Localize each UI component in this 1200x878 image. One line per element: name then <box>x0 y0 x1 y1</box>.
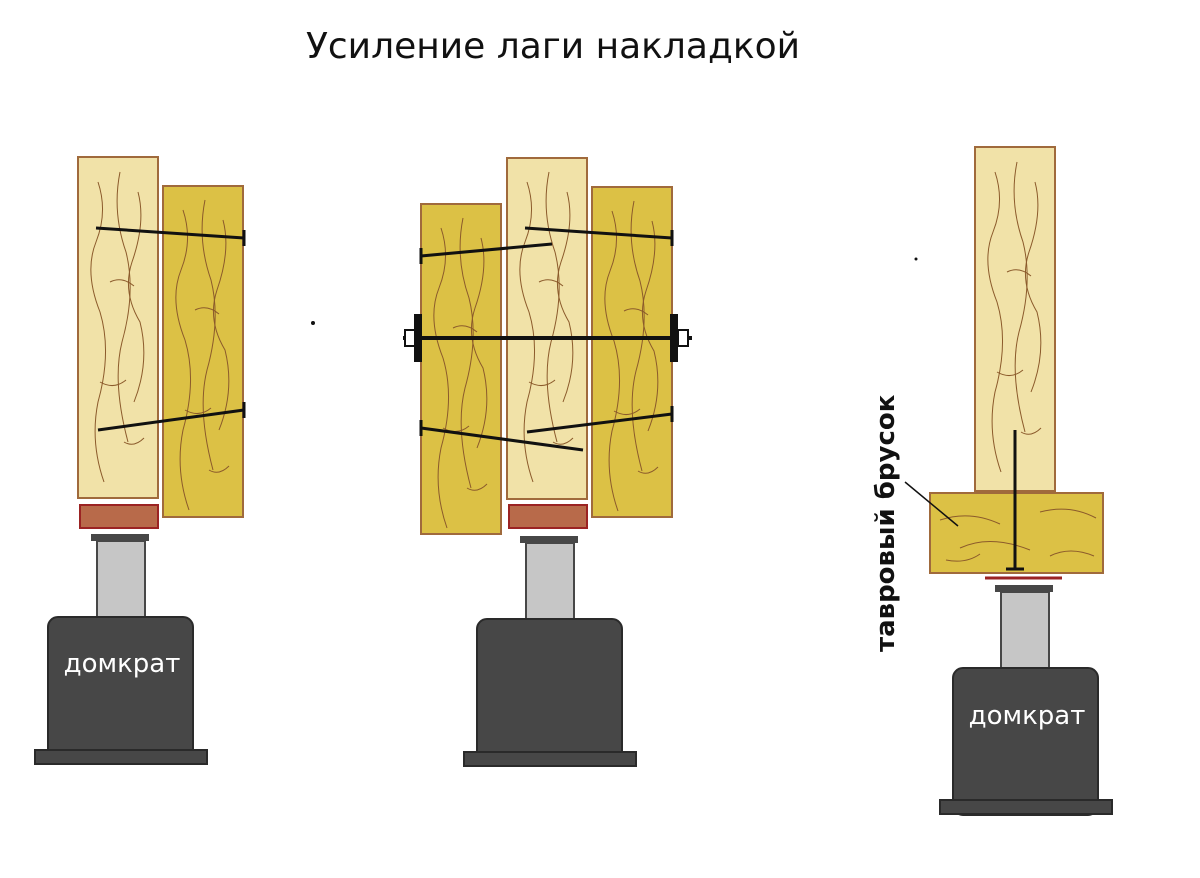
left-main-beam <box>77 156 159 499</box>
left-jack-rod <box>96 540 146 618</box>
middle-jack-base <box>463 751 637 767</box>
middle-bolt-nut-right <box>677 329 689 347</box>
right-jack-label: домкрат <box>969 701 1086 731</box>
middle-screw-bottom-left <box>420 426 584 452</box>
middle-screw-bottom-right <box>526 412 673 434</box>
middle-jack-body <box>476 618 623 767</box>
tee-bar-label: тавровый брусок <box>871 394 901 652</box>
middle-jack-rod <box>525 542 575 620</box>
middle-screw-top-left <box>420 242 553 258</box>
left-jack-body <box>47 616 194 765</box>
right-jack-cap <box>995 585 1053 592</box>
middle-bolt-nut-left <box>404 329 416 347</box>
stray-dot-right <box>914 257 918 261</box>
page-title: Усиление лаги накладкой <box>305 26 801 67</box>
middle-jack-pad <box>508 504 588 529</box>
left-jack-base <box>34 749 208 765</box>
left-screw-top <box>95 226 245 240</box>
right-jack-rod <box>1000 591 1050 669</box>
middle-bolt-washer-right <box>670 314 678 362</box>
middle-screw-top-right <box>524 226 673 240</box>
left-jack-cap <box>91 534 149 541</box>
left-screw-bottom <box>97 408 245 432</box>
middle-jack-cap <box>520 536 578 543</box>
stray-dot-left <box>311 321 315 325</box>
left-jack-pad <box>79 504 159 529</box>
tee-bar-leader-line <box>904 481 959 527</box>
right-assembly: домкрат тавровый брусок <box>871 146 1113 816</box>
left-assembly: домкрат <box>34 156 246 765</box>
middle-bolt-washer-left <box>414 314 422 362</box>
middle-assembly <box>403 157 692 767</box>
right-jack-base <box>939 799 1113 815</box>
left-jack-label: домкрат <box>64 649 181 679</box>
right-jack-body <box>952 667 1099 816</box>
tee-bar-grain <box>939 508 1097 562</box>
